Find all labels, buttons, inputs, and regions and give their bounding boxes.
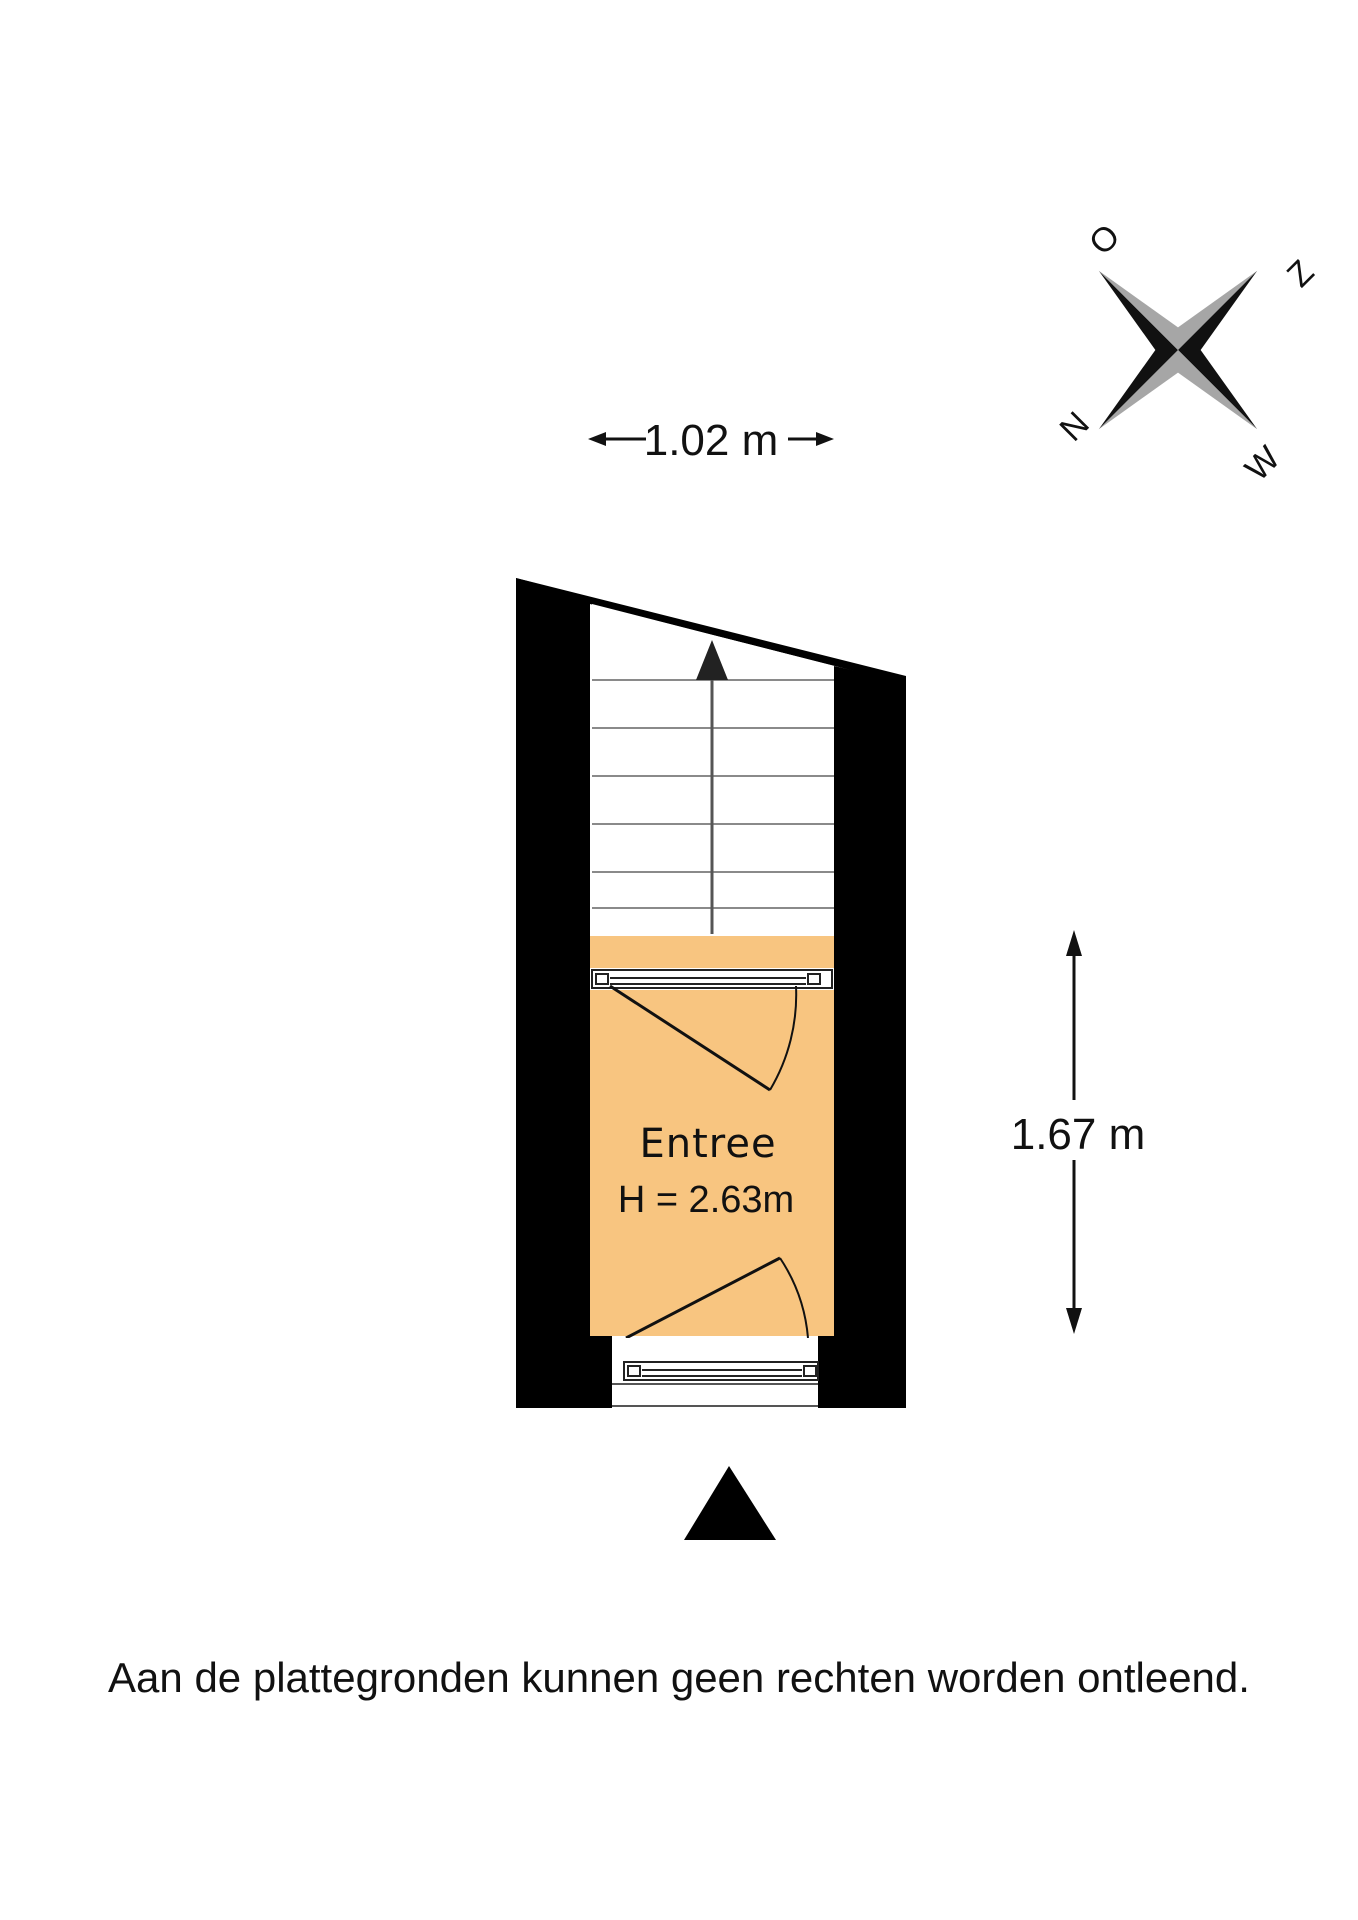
compass-letter-w: W [1238, 439, 1288, 489]
staircase [592, 604, 834, 936]
upper-door [591, 969, 833, 1092]
room-landing-strip [590, 936, 834, 968]
height-label: 1.67 m [1011, 1110, 1146, 1159]
compass-point-up [1098, 270, 1178, 350]
walls [516, 578, 906, 1408]
lower-door [612, 1256, 819, 1407]
wall-top-edge [516, 578, 906, 684]
stair-direction-arrow [696, 640, 728, 680]
height-dimension: 1.67 m [1011, 930, 1146, 1334]
compass-point-down [1178, 350, 1258, 430]
width-label: 1.02 m [644, 416, 779, 465]
compass-rose [1098, 270, 1258, 430]
wall-bottom-right [818, 1336, 834, 1408]
width-dimension: 1.02 m [588, 416, 834, 465]
wall-bottom-left [590, 1336, 612, 1408]
compass-point-left [1098, 350, 1178, 430]
wall-left [516, 578, 590, 1408]
room-name: Entree [639, 1121, 776, 1167]
wall-right [834, 666, 906, 1408]
disclaimer-text: Aan de plattegronden kunnen geen rechten… [108, 1654, 1250, 1701]
room-height: H = 2.63m [618, 1179, 794, 1221]
compass-letter-z: Z [1280, 253, 1322, 295]
room-entree [590, 990, 834, 1336]
compass-letter-n: N [1053, 405, 1097, 449]
compass-point-right [1178, 270, 1258, 350]
compass-letter-o: O [1082, 217, 1128, 263]
entrance-marker-icon [684, 1466, 776, 1540]
